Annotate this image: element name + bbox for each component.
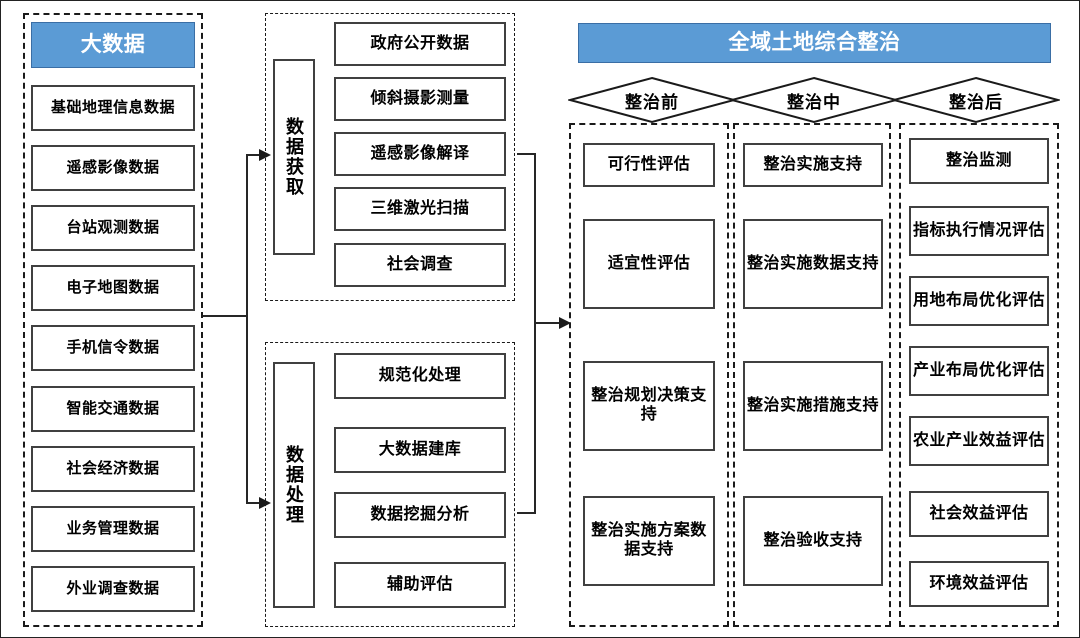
data-acquisition-item-3: 三维激光扫描	[334, 187, 506, 231]
phase-diamond-after: 整治后	[892, 76, 1060, 124]
data-processing-item-3: 辅助评估	[334, 562, 506, 608]
data-acquisition-item-2: 遥感影像解译	[334, 132, 506, 176]
phase-after-item-1: 指标执行情况评估	[909, 206, 1049, 256]
data-acquisition-item-0: 政府公开数据	[334, 22, 506, 66]
phase-during-group	[733, 123, 891, 627]
big-data-item-0: 基础地理信息数据	[31, 85, 195, 131]
data-processing-label: 数据处理	[273, 362, 315, 608]
connector-big-data-to-middle	[201, 141, 271, 521]
phase-before-group	[569, 123, 729, 627]
phase-diamond-during-label: 整治中	[787, 92, 841, 112]
data-acquisition-group	[265, 13, 515, 301]
phase-after-group	[899, 123, 1059, 627]
connector-middle-to-right	[513, 146, 573, 521]
big-data-item-8: 外业调查数据	[31, 566, 195, 612]
big-data-item-2: 台站观测数据	[31, 205, 195, 251]
big-data-item-4: 手机信令数据	[31, 325, 195, 371]
phase-after-item-5: 社会效益评估	[909, 491, 1049, 537]
phase-after-item-2: 用地布局优化评估	[909, 276, 1049, 326]
big-data-item-5: 智能交通数据	[31, 386, 195, 432]
data-processing-item-2: 数据挖掘分析	[334, 492, 506, 538]
phase-during-item-2: 整治实施措施支持	[743, 361, 883, 451]
data-processing-group	[265, 342, 515, 627]
phase-during-item-0: 整治实施支持	[743, 143, 883, 187]
phase-during-item-3: 整治验收支持	[743, 496, 883, 586]
data-acquisition-label: 数据获取	[273, 59, 315, 255]
comprehensive-remediation-header: 全域土地综合整治	[578, 23, 1051, 63]
phase-before-item-2: 整治规划决策支持	[583, 361, 715, 451]
big-data-header: 大数据	[31, 22, 195, 68]
data-processing-item-0: 规范化处理	[334, 353, 506, 399]
data-acquisition-item-1: 倾斜摄影测量	[334, 77, 506, 121]
phase-after-item-6: 环境效益评估	[909, 561, 1049, 607]
phase-after-item-0: 整治监测	[909, 138, 1049, 184]
phase-diamond-before-label: 整治前	[625, 92, 679, 112]
big-data-item-3: 电子地图数据	[31, 265, 195, 311]
phase-after-item-4: 农业产业效益评估	[909, 416, 1049, 466]
big-data-group	[23, 13, 203, 627]
phase-before-item-3: 整治实施方案数据支持	[583, 496, 715, 586]
big-data-item-6: 社会经济数据	[31, 446, 195, 492]
data-acquisition-item-4: 社会调查	[334, 243, 506, 287]
big-data-item-1: 遥感影像数据	[31, 145, 195, 191]
phase-diamond-before: 整治前	[568, 76, 736, 124]
big-data-item-7: 业务管理数据	[31, 506, 195, 552]
phase-diamond-after-label: 整治后	[949, 92, 1003, 112]
phase-before-item-0: 可行性评估	[583, 143, 715, 187]
data-processing-item-1: 大数据建库	[334, 427, 506, 473]
phase-after-item-3: 产业布局优化评估	[909, 346, 1049, 396]
phase-diamond-during: 整治中	[730, 76, 898, 124]
phase-during-item-1: 整治实施数据支持	[743, 219, 883, 309]
phase-before-item-1: 适宜性评估	[583, 219, 715, 309]
